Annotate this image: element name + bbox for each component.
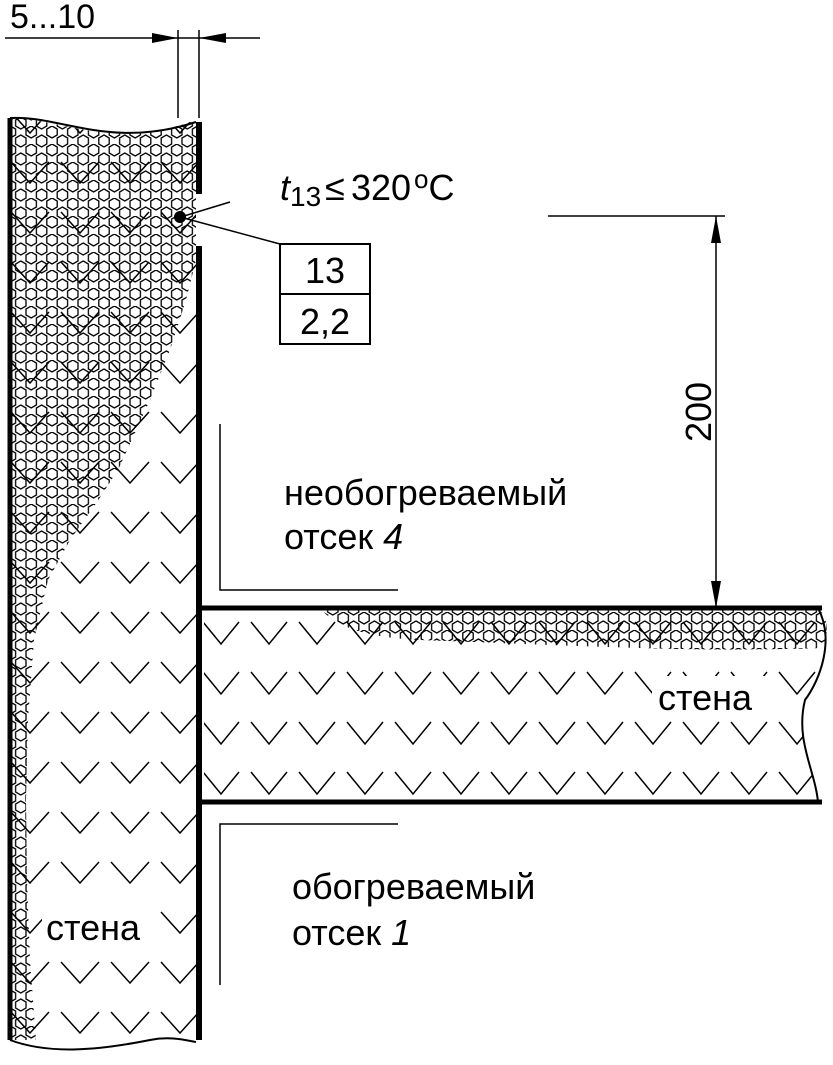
insulation-vertical [10, 118, 196, 1040]
horizontal-wall [200, 605, 827, 805]
heated-label-line1: обогреваемый [292, 866, 535, 907]
temperature-value: 320 [351, 167, 411, 208]
insulation-horizontal [320, 608, 827, 650]
callout-number: 13 [305, 250, 345, 291]
horizontal-wall-label-bg [652, 676, 770, 720]
temperature-degree: o [414, 164, 428, 194]
temperature-subscript: 13 [290, 181, 321, 212]
unheated-compartment: необогреваемый отсек 4 [219, 424, 567, 591]
horizontal-wall-label: стена [658, 677, 753, 718]
horizontal-wall-chevron-fill [204, 608, 826, 802]
gap-dimension: 5...10 [5, 0, 260, 118]
unheated-number: 4 [383, 516, 403, 557]
heated-label-line2: отсек 1 [292, 912, 411, 953]
measurement-point-13: 13 2,2 [174, 211, 371, 345]
unheated-label-line2: отсек 4 [284, 516, 403, 557]
vertical-wall [7, 116, 197, 1051]
vertical-wall-label: стена [46, 907, 141, 948]
height-dimension-label: 200 [678, 382, 719, 442]
temperature-unit: C [428, 167, 454, 208]
heated-compartment: обогреваемый отсек 1 [219, 823, 535, 985]
callout-value: 2,2 [300, 301, 350, 342]
unheated-label-line1: необогреваемый [284, 472, 567, 513]
vertical-wall-label-bg [42, 908, 160, 952]
temperature-symbol: t [280, 167, 292, 208]
heated-number: 1 [391, 912, 411, 953]
height-dimension: 200 [548, 215, 725, 608]
gap-dimension-label: 5...10 [10, 0, 95, 36]
temperature-operator: ≤ [325, 167, 345, 208]
